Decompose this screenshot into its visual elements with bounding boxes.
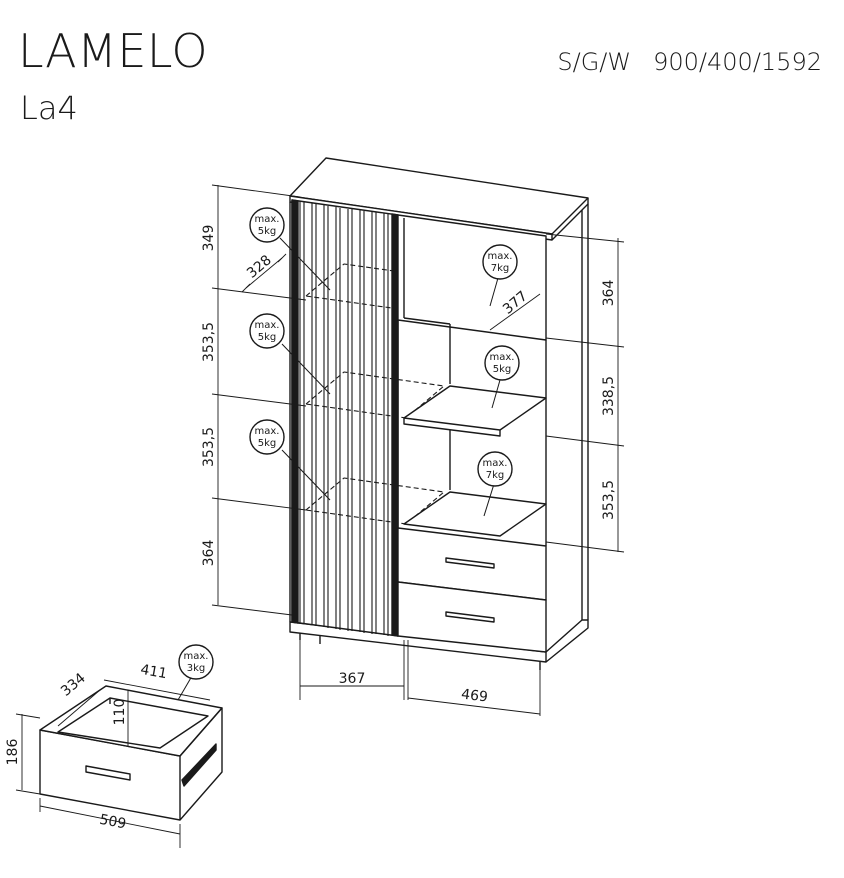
drawer-width: 411 bbox=[139, 662, 168, 682]
badge-2-line1: max. bbox=[255, 320, 280, 331]
left-height-4: 364 bbox=[201, 540, 217, 567]
hidden-shelves bbox=[305, 263, 445, 525]
badge-4-line1: max. bbox=[488, 251, 513, 262]
left-height-2: 353,5 bbox=[201, 322, 217, 362]
drawer-lower bbox=[397, 581, 547, 653]
width-left: 367 bbox=[339, 671, 366, 687]
badge-3-line2: 5kg bbox=[258, 438, 277, 449]
badge-7-line2: 3kg bbox=[187, 663, 206, 674]
badge-2-line2: 5kg bbox=[258, 332, 277, 343]
right-height-2: 338,5 bbox=[601, 376, 617, 416]
drawer-depth: 334 bbox=[58, 670, 89, 699]
badge-6-line2: 7kg bbox=[486, 470, 505, 481]
dimensions-label: S/G/W bbox=[557, 48, 632, 76]
badge-1-line2: 5kg bbox=[258, 226, 277, 237]
product-title: LAMELO bbox=[18, 24, 209, 78]
bottom-dimension-lines bbox=[299, 636, 541, 716]
right-dimension-lines bbox=[489, 233, 625, 553]
dimensions-value: 900/400/1592 bbox=[653, 48, 822, 76]
badge-4-line2: 7kg bbox=[491, 263, 510, 274]
drawer-height: 186 bbox=[5, 739, 21, 766]
drawer-front-width: 509 bbox=[98, 812, 127, 833]
left-height-1: 349 bbox=[201, 225, 217, 252]
badge-5-line2: 5kg bbox=[493, 364, 512, 375]
drawer-detail bbox=[15, 679, 223, 848]
right-height-1: 364 bbox=[601, 280, 617, 307]
load-badges bbox=[178, 207, 520, 680]
left-height-3: 353,5 bbox=[201, 427, 217, 467]
drawer-inner-height: 110 bbox=[112, 699, 128, 726]
left-depth: 328 bbox=[244, 252, 275, 281]
left-dimension-lines bbox=[211, 184, 307, 616]
badge-6-line1: max. bbox=[483, 458, 508, 469]
badge-1-line1: max. bbox=[255, 214, 280, 225]
badge-pointers bbox=[149, 237, 501, 749]
model-code: La4 bbox=[20, 89, 78, 127]
badge-5-line1: max. bbox=[490, 352, 515, 363]
width-right: 469 bbox=[460, 686, 488, 705]
lamella-door bbox=[291, 199, 399, 637]
badge-3-line1: max. bbox=[255, 426, 280, 437]
upper-right-door bbox=[397, 214, 547, 341]
overall-dimensions: S/G/W 900/400/1592 bbox=[557, 50, 822, 74]
badge-7-line1: max. bbox=[184, 651, 209, 662]
open-shelves bbox=[403, 317, 547, 546]
right-height-3: 353,5 bbox=[601, 480, 617, 520]
